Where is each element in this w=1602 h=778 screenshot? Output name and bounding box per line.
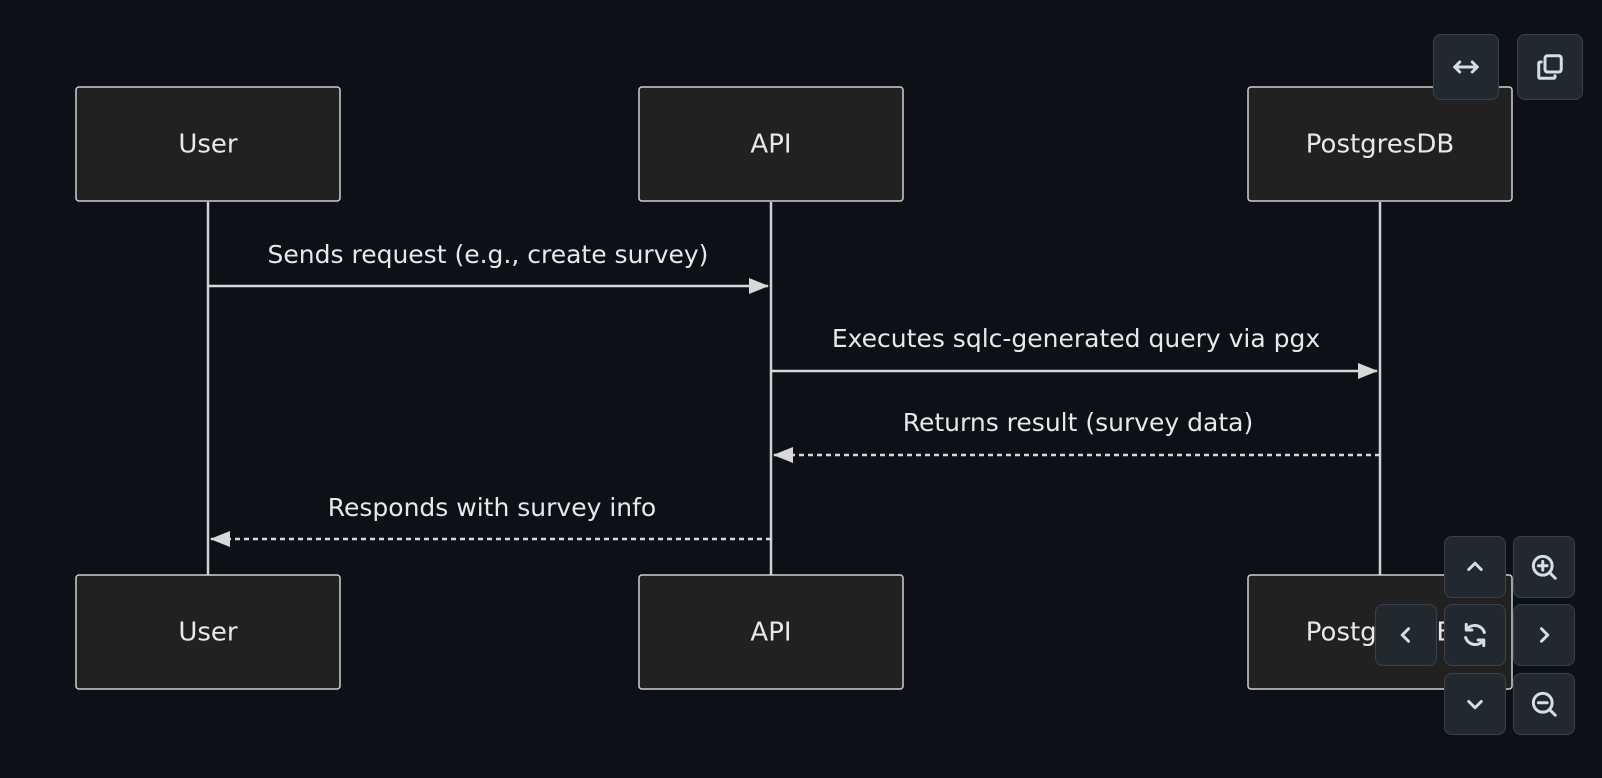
- participant-api-top: API: [638, 86, 904, 202]
- refresh-icon: [1464, 622, 1486, 648]
- participant-label: User: [178, 618, 238, 648]
- chevron-right-icon: [1540, 627, 1550, 643]
- pan-down-button[interactable]: [1444, 673, 1506, 735]
- participant-postgresdb-top: PostgresDB: [1247, 86, 1513, 202]
- participant-api-bottom: API: [638, 574, 904, 690]
- chevron-up-icon: [1467, 561, 1483, 571]
- zoom-in-icon: [1531, 554, 1557, 580]
- participant-label: API: [750, 130, 791, 160]
- zoom-in-button[interactable]: [1513, 536, 1575, 598]
- chevron-left-icon: [1400, 627, 1410, 643]
- message-3: Returns result (survey data): [773, 408, 1380, 463]
- pan-right-button[interactable]: [1513, 604, 1575, 666]
- message-label: Sends request (e.g., create survey): [268, 240, 709, 269]
- expand-width-button[interactable]: [1433, 34, 1499, 100]
- pan-up-button[interactable]: [1444, 536, 1506, 598]
- copy-button[interactable]: [1517, 34, 1583, 100]
- message-2: Executes sqlc-generated query via pgx: [771, 324, 1378, 379]
- participant-user-top: User: [75, 86, 341, 202]
- participant-user-bottom: User: [75, 574, 341, 690]
- copy-icon: [1537, 54, 1563, 80]
- participant-label: API: [750, 618, 791, 648]
- zoom-out-button[interactable]: [1513, 673, 1575, 735]
- participant-label: User: [178, 130, 238, 160]
- message-1: Sends request (e.g., create survey): [208, 240, 769, 294]
- pan-left-button[interactable]: [1375, 604, 1437, 666]
- participant-label: PostgresDB: [1306, 130, 1454, 160]
- message-label: Responds with survey info: [328, 493, 656, 522]
- message-4: Responds with survey info: [210, 493, 771, 547]
- arrows-horizontal-icon: [1453, 60, 1479, 74]
- zoom-out-icon: [1531, 691, 1557, 717]
- chevron-down-icon: [1467, 700, 1483, 710]
- message-label: Returns result (survey data): [903, 408, 1254, 437]
- message-label: Executes sqlc-generated query via pgx: [832, 324, 1320, 353]
- reset-view-button[interactable]: [1444, 604, 1506, 666]
